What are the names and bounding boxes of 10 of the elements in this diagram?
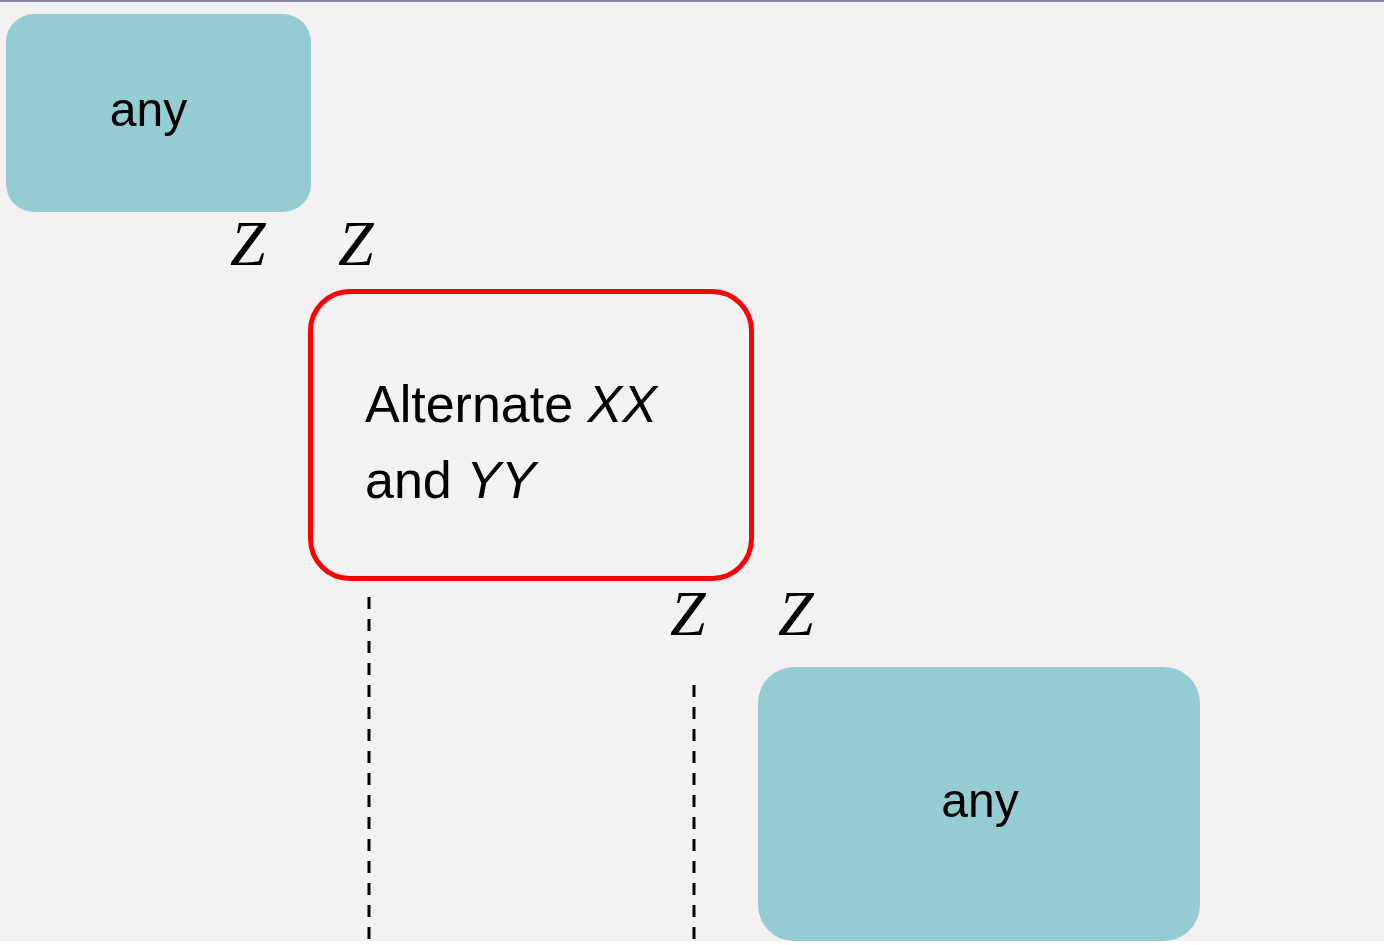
math-symbol: Z	[230, 212, 266, 276]
highlight-box	[308, 289, 754, 581]
box-label: any	[941, 773, 1019, 829]
box-label: any	[109, 82, 188, 138]
math-symbol: Z	[778, 582, 814, 646]
rounded-box	[6, 14, 311, 212]
math-symbol: Z	[338, 212, 374, 276]
rounded-box	[758, 667, 1200, 941]
math-symbol: Z	[670, 582, 706, 646]
box-label: Alternate XX and YY	[365, 374, 660, 511]
